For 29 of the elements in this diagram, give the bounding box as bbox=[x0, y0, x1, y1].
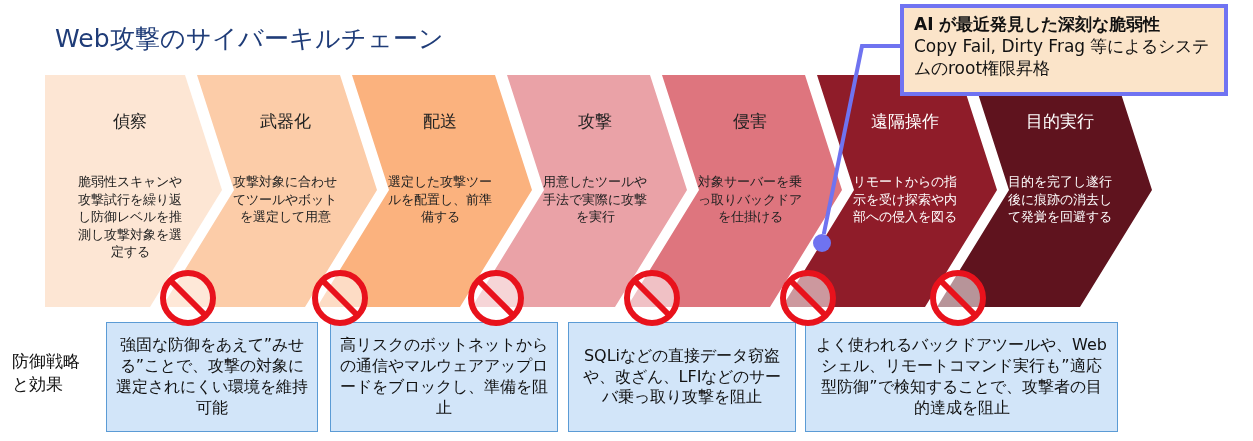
step-description: 対象サーバーを乗っ取りバックドアを仕掛ける bbox=[697, 173, 803, 226]
step-description: 攻撃対象に合わせてツールやボットを選定して用意 bbox=[232, 173, 338, 226]
defense-text: よく使われるバックドアツールや、Webシェル、リモートコマンド実行も”適応型防御”で検知することで、攻撃者の目的達成を阻止 bbox=[815, 335, 1108, 419]
defense-text: SQLiなどの直接データ窃盗や、改ざん、LFIなどのサーバ乗っ取り攻撃を阻止 bbox=[581, 345, 783, 409]
defense-box bbox=[106, 322, 318, 432]
defense-box bbox=[330, 322, 558, 432]
callout-box bbox=[900, 4, 1228, 96]
step-description: 目的を完了し遂行後に痕跡の消去して発覚を回避する bbox=[1007, 173, 1113, 226]
step-description: リモートからの指示を受け探索や内部への侵入を図る bbox=[852, 173, 958, 226]
defense-text: 強固な防御をあえて”みせる”ことで、攻撃の対象に選定されにくい環境を維持可能 bbox=[115, 335, 309, 419]
defense-text: 高リスクのボットネットからの通信やマルウェアアップロードをブロックし、準備を阻止 bbox=[339, 335, 549, 419]
step-title: 遠隔操作 bbox=[870, 110, 940, 133]
step-title: 武器化 bbox=[258, 110, 312, 133]
step-description: 選定した攻撃ツールを配置し、前準備する bbox=[387, 173, 493, 226]
defense-box bbox=[568, 322, 796, 432]
defense-box bbox=[805, 322, 1118, 432]
callout-heading: AI が最近発見した深刻な脆弱性 bbox=[914, 13, 1162, 36]
row-label: 防御戦略と効果 bbox=[12, 350, 81, 396]
step-title: 目的実行 bbox=[1025, 110, 1095, 133]
callout-text: Copy Fail, Dirty Frag 等によるシステムのroot権限昇格 bbox=[914, 35, 1211, 80]
step-title: 侵害 bbox=[732, 110, 768, 133]
step-description: 脆弱性スキャンや攻撃試行を繰り返し防御レベルを推測し攻撃対象を選定する bbox=[77, 173, 183, 261]
step-description: 用意したツールや手法で実際に攻撃を実行 bbox=[542, 173, 648, 226]
step-title: 偵察 bbox=[112, 110, 148, 133]
step-title: 配送 bbox=[422, 110, 458, 133]
leader-line bbox=[821, 44, 900, 235]
diagram-title: Web攻撃のサイバーキルチェーン bbox=[55, 23, 444, 55]
step-title: 攻撃 bbox=[577, 110, 613, 133]
leader-dot bbox=[813, 234, 831, 252]
